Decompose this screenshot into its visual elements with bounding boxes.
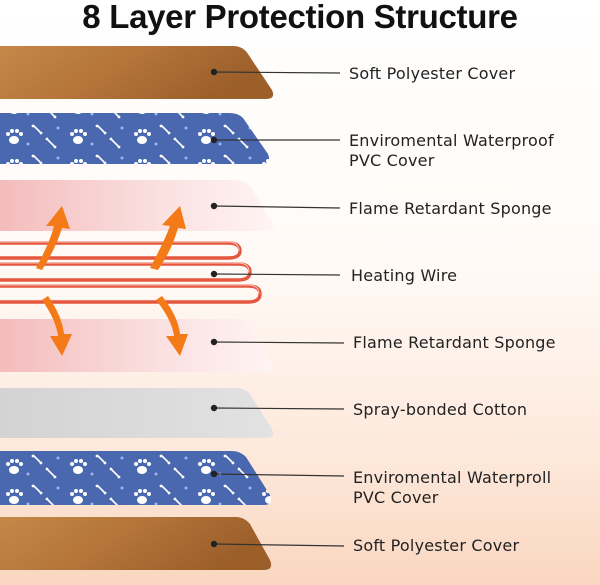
label-flame-retardant-sponge-top: Flame Retardant Sponge [349, 199, 552, 218]
layer-pvc-bottom [0, 451, 272, 505]
label-soft-polyester-cover-top: Soft Polyester Cover [349, 64, 516, 83]
label-flame-retardant-sponge-bottom: Flame Retardant Sponge [353, 333, 556, 352]
leader-dots [210, 68, 218, 548]
label-pvc-cover-bottom: Enviromental Waterproll PVC Cover [353, 468, 552, 507]
layer-cotton [0, 388, 274, 438]
layer-pvc-top [0, 113, 270, 164]
arrow-down-icon [42, 296, 72, 356]
label-pvc-cover-top: Enviromental Waterproof PVC Cover [349, 131, 554, 170]
heat-arrows [36, 206, 188, 356]
layer-polyester-top [0, 46, 274, 99]
arrow-down-icon [156, 296, 188, 356]
label-spray-bonded-cotton: Spray-bonded Cotton [353, 400, 528, 419]
arrow-up-icon [36, 206, 70, 270]
label-heating-wire: Heating Wire [351, 266, 458, 285]
leader-lines [213, 71, 345, 547]
layer-polyester-bottom [0, 517, 272, 570]
arrow-up-icon [150, 206, 186, 270]
page-title: 8 Layer Protection Structure [82, 0, 518, 35]
heating-wire-highlight [0, 241, 260, 295]
label-soft-polyester-cover-bottom: Soft Polyester Cover [353, 536, 520, 555]
heating-wire [0, 241, 262, 304]
layer-sponge-top [0, 180, 274, 231]
layer-sponge-bottom [0, 319, 274, 372]
